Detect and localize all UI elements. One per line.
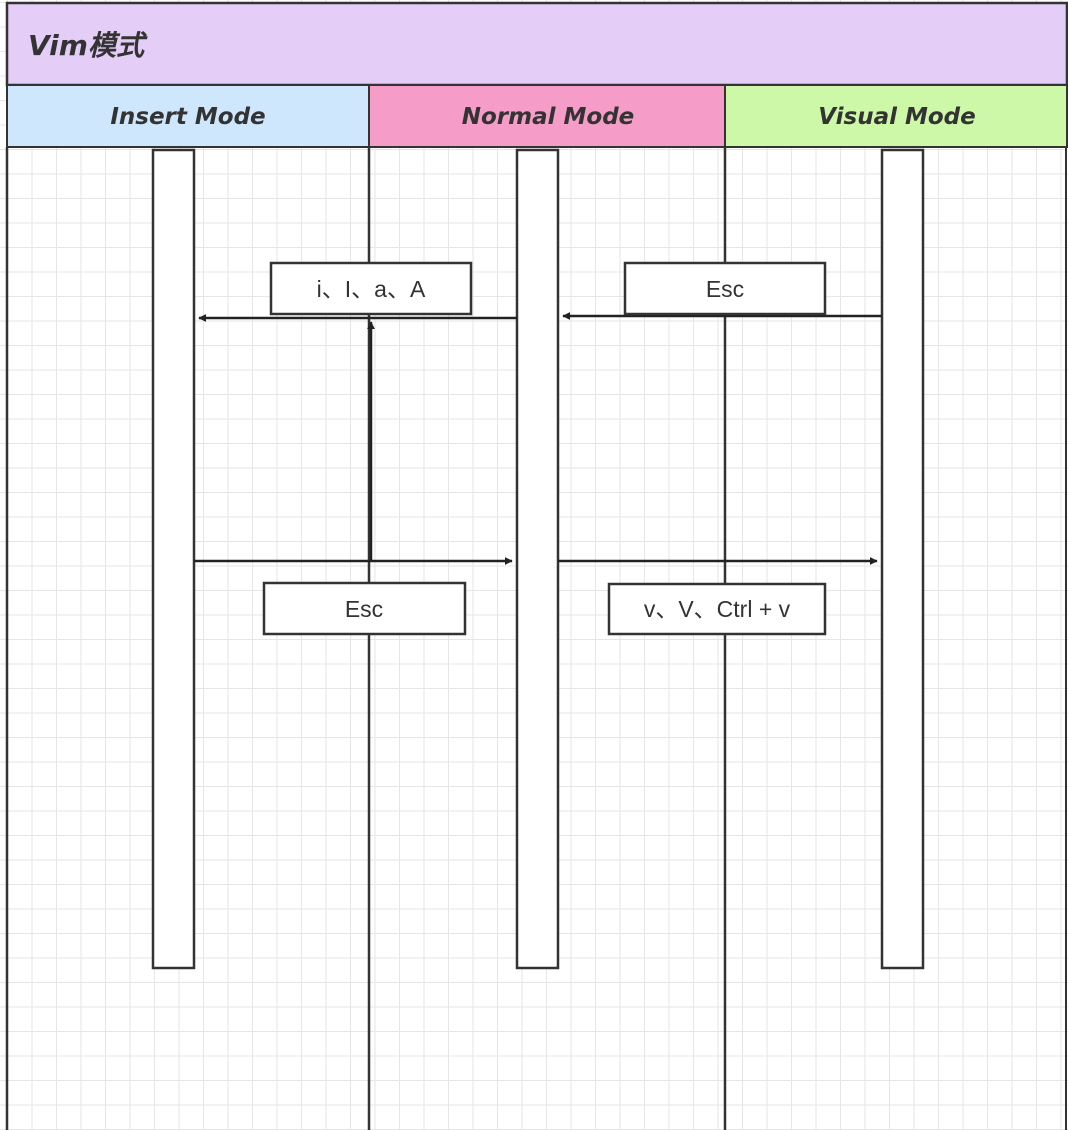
- lane-header-visual: [724, 84, 1068, 148]
- label-esc-visual: Esc: [706, 276, 744, 302]
- label-box-visual-keys: [607, 582, 827, 636]
- lane-label-visual: Visual Mode: [818, 104, 976, 130]
- lane-header-normal: [368, 84, 726, 148]
- label-visual-keys: v、V、Ctrl + v: [644, 596, 791, 622]
- title-bar: [5, 1, 1068, 87]
- label-box-esc-visual: [623, 261, 827, 316]
- label-insert-keys: i、I、a、A: [317, 276, 426, 302]
- activation-bar-insert: [151, 148, 196, 970]
- label-esc-insert: Esc: [345, 596, 383, 622]
- diagram-title: Vim模式: [28, 29, 148, 62]
- lane-label-insert: Insert Mode: [110, 104, 265, 130]
- activation-bar-visual: [880, 148, 925, 970]
- activation-bar-normal: [515, 148, 560, 970]
- lane-header-insert: [6, 84, 370, 148]
- label-box-esc-insert: [262, 581, 467, 636]
- label-box-insert-keys: [269, 261, 473, 316]
- lane-label-normal: Normal Mode: [462, 104, 635, 130]
